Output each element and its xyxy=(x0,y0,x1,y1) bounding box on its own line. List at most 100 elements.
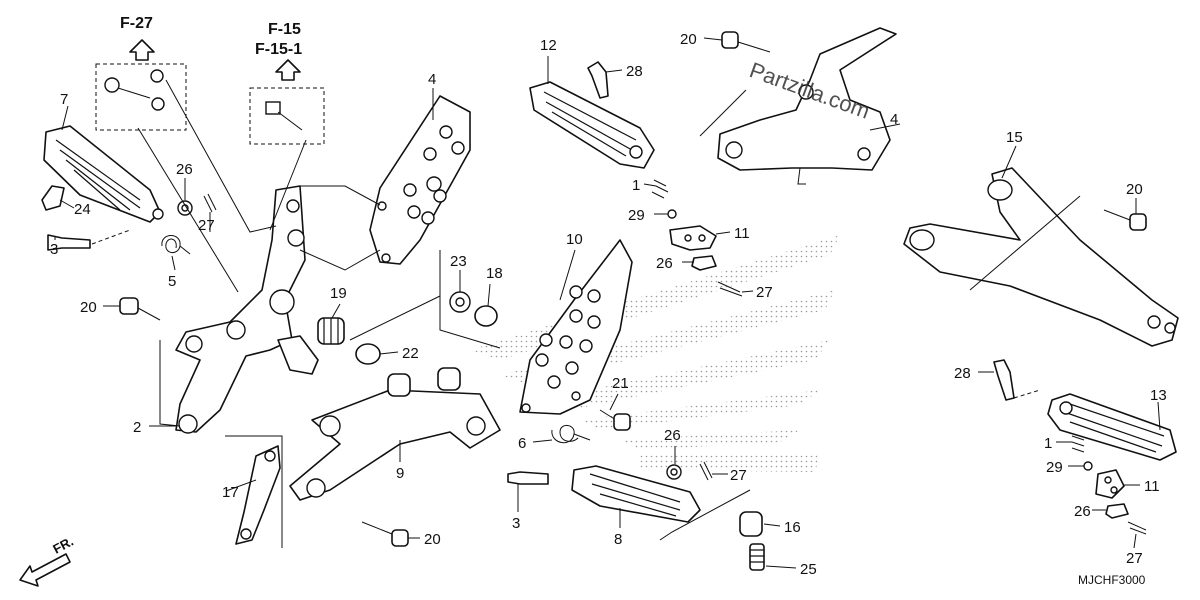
part-9-lower-bracket xyxy=(289,367,501,501)
part-8-footpeg xyxy=(571,465,701,523)
callout-18: 18 xyxy=(486,265,503,282)
part-29-ball xyxy=(667,209,677,219)
bolt-shank xyxy=(277,111,303,131)
callout-20: 20 xyxy=(680,31,697,48)
reference-box xyxy=(95,63,187,131)
part-19-collar xyxy=(317,317,345,345)
part-17-plate xyxy=(235,445,281,545)
part-27-cotter-pin xyxy=(203,193,217,213)
part-22-bushing xyxy=(355,343,381,365)
callout-3: 3 xyxy=(50,241,58,258)
reference-f27[interactable]: F-27 xyxy=(95,15,187,131)
reference-up-arrow-icon xyxy=(129,39,155,61)
part-11-detent-plate xyxy=(669,225,717,251)
part-1-spring xyxy=(651,179,669,199)
part-27-cotter-pin xyxy=(699,461,713,481)
callout-13: 13 xyxy=(1150,387,1167,404)
reference-f15-label[interactable]: F-15 xyxy=(268,21,301,38)
callout-24: 24 xyxy=(74,201,91,218)
part-25-bolt xyxy=(749,543,765,571)
part-5-spring xyxy=(161,235,191,255)
part-20-bolt xyxy=(721,31,771,53)
callout-28: 28 xyxy=(954,365,971,382)
callout-1: 1 xyxy=(1044,435,1052,452)
part-27-cotter-pin xyxy=(1127,521,1147,535)
callout-20: 20 xyxy=(424,531,441,548)
callout-3: 3 xyxy=(512,515,520,532)
part-15-grab-bar xyxy=(903,167,1179,347)
callout-23: 23 xyxy=(450,253,467,270)
callout-27: 27 xyxy=(756,284,773,301)
part-10-heel-guard xyxy=(519,239,633,415)
part-23-washer xyxy=(449,291,471,313)
part-27-cotter-pin xyxy=(717,281,743,297)
callout-27: 27 xyxy=(198,217,215,234)
part-18-bushing xyxy=(474,305,498,327)
callout-28: 28 xyxy=(626,63,643,80)
part-26-nut xyxy=(691,255,717,271)
part-20-bolt xyxy=(1103,209,1147,231)
part-28-pin xyxy=(587,61,609,99)
callout-10: 10 xyxy=(566,231,583,248)
callout-7: 7 xyxy=(60,91,68,108)
leader-lines xyxy=(54,37,1161,569)
part-26-nut xyxy=(1105,503,1129,519)
part-12-footpeg xyxy=(529,81,655,169)
callout-2: 2 xyxy=(133,419,141,436)
callout-17: 17 xyxy=(222,484,239,501)
callout-27: 27 xyxy=(730,467,747,484)
callout-15: 15 xyxy=(1006,129,1023,146)
reference-f15[interactable]: F-15 F-15-1 xyxy=(249,21,325,145)
reference-box xyxy=(249,87,325,145)
callout-26: 26 xyxy=(176,161,193,178)
callout-26: 26 xyxy=(656,255,673,272)
callout-9: 9 xyxy=(396,465,404,482)
part-29-ball xyxy=(1083,461,1093,471)
part-26-washer xyxy=(666,464,682,480)
part-21-bolt xyxy=(599,409,631,431)
callout-29: 29 xyxy=(1046,459,1063,476)
part-28-pin xyxy=(993,359,1041,401)
callout-11: 11 xyxy=(1144,478,1160,495)
rider-footpeg-bracket xyxy=(175,185,319,434)
part-6-spring xyxy=(551,425,591,444)
callout-11: 11 xyxy=(734,225,750,242)
callout-labels: 7 24 3 26 27 5 20 2 4 19 22 23 18 10 9 2… xyxy=(50,31,1167,578)
callout-5: 5 xyxy=(168,273,176,290)
front-direction-indicator: FR. xyxy=(19,534,76,587)
callout-22: 22 xyxy=(402,345,419,362)
part-4-heel-guard xyxy=(369,95,471,265)
reference-f15-1-label[interactable]: F-15-1 xyxy=(255,41,302,58)
callout-6: 6 xyxy=(518,435,526,452)
part-3-pin xyxy=(507,471,549,485)
part-20-bolt xyxy=(361,521,409,547)
reference-f27-label[interactable]: F-27 xyxy=(120,15,153,32)
reference-up-arrow-icon xyxy=(275,59,301,81)
nut-icon xyxy=(150,69,164,83)
callout-27: 27 xyxy=(1126,550,1143,567)
callout-4: 4 xyxy=(428,71,436,88)
washer-icon xyxy=(151,97,165,111)
bolt-head-icon xyxy=(104,77,120,93)
callout-26: 26 xyxy=(1074,503,1091,520)
front-arrow-icon xyxy=(19,553,71,587)
diagram-code: MJCHF3000 xyxy=(1078,573,1146,587)
part-13-footpeg xyxy=(1047,393,1177,461)
callout-20: 20 xyxy=(80,299,97,316)
callout-4: 4 xyxy=(890,111,898,128)
part-3-pin xyxy=(47,229,131,251)
part-1-spring xyxy=(1071,435,1085,453)
part-11-detent-plate xyxy=(1095,469,1125,499)
callout-8: 8 xyxy=(614,531,622,548)
part-4-passenger-bracket xyxy=(717,27,897,185)
callout-26: 26 xyxy=(664,427,681,444)
callout-1: 1 xyxy=(632,177,640,194)
part-7-footpeg xyxy=(43,125,164,223)
bolt-head-icon xyxy=(265,101,281,115)
callout-20: 20 xyxy=(1126,181,1143,198)
callout-29: 29 xyxy=(628,207,645,224)
front-label: FR. xyxy=(50,534,76,557)
callout-12: 12 xyxy=(540,37,557,54)
bolt-shank xyxy=(117,87,151,99)
